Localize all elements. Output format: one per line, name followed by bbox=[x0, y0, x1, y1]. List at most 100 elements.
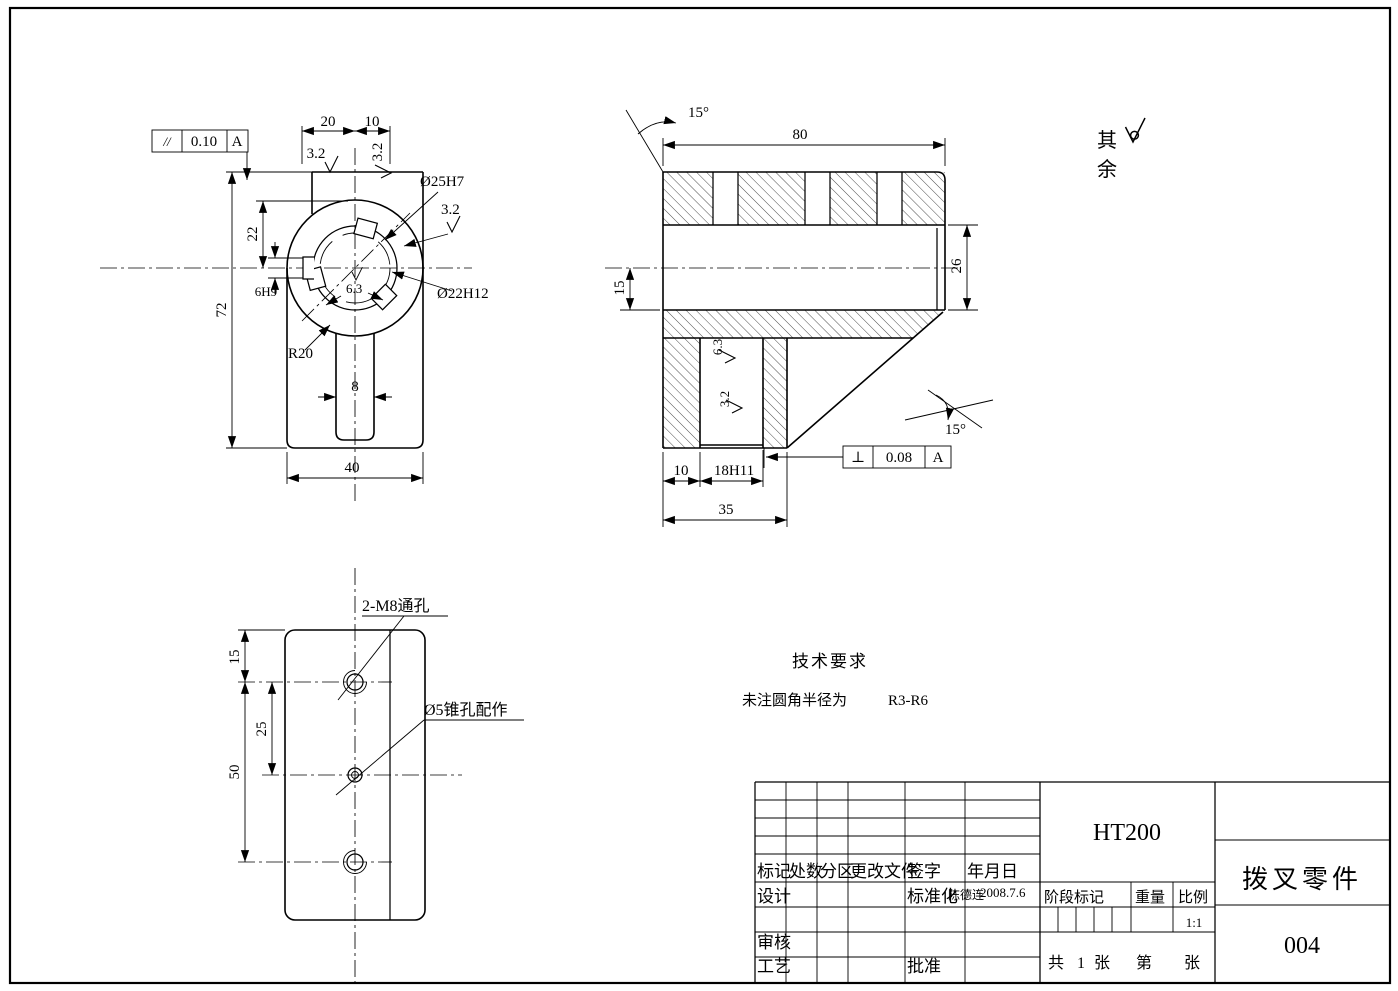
dim-18h11: 18H11 bbox=[714, 463, 754, 479]
label-taper-hole: Ø5锥孔配作 bbox=[424, 701, 508, 719]
tolerance-value: 0.08 bbox=[886, 450, 912, 466]
row-design: 设计 bbox=[757, 887, 791, 906]
front-dim-20-10: 20 10 bbox=[301, 114, 391, 164]
sheets-total-label: 共 bbox=[1048, 954, 1064, 972]
label-r20: R20 bbox=[288, 346, 313, 362]
label-d22h12: Ø22H12 bbox=[437, 286, 489, 302]
section-dim-26: 26 bbox=[948, 224, 978, 311]
sf-side: 3.2 bbox=[370, 143, 386, 162]
dim-8: 8 bbox=[351, 379, 359, 395]
section-angle-bottom: 15° bbox=[904, 389, 994, 438]
surface-note: 其 余 bbox=[1097, 117, 1146, 181]
col-zone: 分区 bbox=[820, 862, 854, 881]
surface-finish-icon bbox=[324, 155, 339, 173]
section-hatch bbox=[663, 172, 945, 448]
parallelism-icon: // bbox=[162, 134, 172, 149]
row-approve: 批准 bbox=[907, 957, 941, 976]
col-mark: 标记 bbox=[757, 862, 791, 881]
datum-letter: A bbox=[232, 134, 243, 150]
surface-finish-icon bbox=[351, 266, 363, 281]
dim-80: 80 bbox=[793, 127, 808, 143]
dim-10: 10 bbox=[674, 463, 689, 479]
dim-72: 72 bbox=[214, 303, 230, 318]
row-check: 审核 bbox=[757, 933, 791, 952]
weight-label: 重量 bbox=[1135, 889, 1165, 906]
bottom-view-outline bbox=[284, 629, 426, 921]
part-identity: 拨叉零件 004 bbox=[1242, 865, 1362, 959]
front-bore-labels: Ø25H7 Ø22H12 R20 bbox=[288, 174, 489, 362]
bottom-view-labels: 2-M8通孔 Ø5锥孔配作 bbox=[335, 597, 524, 796]
col-date: 年月日 bbox=[967, 862, 1018, 881]
parallelism-tolerance-frame: // 0.10 A bbox=[151, 129, 252, 180]
front-dim-72: 72 bbox=[214, 171, 318, 449]
sf-top: 3.2 bbox=[307, 146, 326, 162]
tech-requirements: 技术要求 未注圆角半径为 R3-R6 bbox=[742, 652, 929, 709]
dim-10: 10 bbox=[365, 114, 380, 130]
row-standardization: 标准化 bbox=[907, 887, 958, 906]
section-view: 15° 80 26 15 6.3 3.2 bbox=[605, 105, 994, 527]
sf-slot-2: 3.2 bbox=[717, 391, 732, 407]
title-block-grid bbox=[754, 781, 1390, 983]
tech-req-title: 技术要求 bbox=[792, 652, 868, 671]
bottom-view-centerlines bbox=[238, 568, 462, 988]
scale-value: 1:1 bbox=[1186, 915, 1203, 930]
dim-26: 26 bbox=[949, 258, 965, 274]
sheet-border bbox=[8, 6, 1392, 985]
label-m8-holes: 2-M8通孔 bbox=[362, 597, 430, 615]
material-stage-scale: HT200 阶段标记 重量 比例 1:1 共 1 张 第 张 bbox=[1044, 820, 1208, 972]
sf-slot-1: 6.3 bbox=[710, 339, 725, 355]
front-view-outline bbox=[286, 171, 424, 449]
bottom-view: 2-M8通孔 Ø5锥孔配作 15 25 50 bbox=[227, 568, 524, 988]
sf-bore: 3.2 bbox=[441, 202, 460, 218]
design-date: 2008.7.6 bbox=[980, 885, 1026, 900]
scale-label: 比例 bbox=[1178, 889, 1208, 906]
dim-15: 15 bbox=[612, 281, 628, 296]
part-number: 004 bbox=[1284, 933, 1320, 959]
surface-finish-icon bbox=[446, 215, 461, 233]
col-sign: 签字 bbox=[907, 862, 941, 881]
angle-top: 15° bbox=[688, 105, 709, 121]
sf-inner: 6.3 bbox=[346, 281, 362, 296]
surface-note-char2: 余 bbox=[1097, 158, 1117, 181]
stage-label: 阶段标记 bbox=[1044, 889, 1104, 906]
signature-rows: 设计 标准化 陈德连 2008.7.6 审核 工艺 批准 bbox=[757, 885, 1026, 976]
front-dim-8: 8 bbox=[318, 379, 392, 402]
perpendicularity-tolerance-frame: ⊥ 0.08 A bbox=[763, 445, 952, 469]
surface-finish-default-icon bbox=[1124, 117, 1146, 144]
front-view-bore bbox=[302, 217, 398, 311]
dim-50: 50 bbox=[227, 765, 243, 780]
keyway bbox=[302, 256, 314, 280]
dim-20: 20 bbox=[321, 114, 336, 130]
angle-bottom: 15° bbox=[945, 422, 966, 438]
dim-25: 25 bbox=[254, 722, 270, 737]
dim-6h9: 6H9 bbox=[255, 284, 277, 299]
surface-note-char1: 其 bbox=[1097, 129, 1117, 152]
section-dim-15: 15 bbox=[612, 268, 660, 311]
col-count: 处数 bbox=[789, 862, 823, 881]
front-dim-22: 22 bbox=[245, 200, 348, 268]
bottom-view-dims: 15 25 50 bbox=[227, 629, 285, 862]
dim-15: 15 bbox=[227, 650, 243, 665]
col-file: 更改文件 bbox=[850, 862, 918, 881]
front-surface-marks: 3.2 3.2 3.2 6.3 bbox=[307, 143, 461, 306]
designer-name: 陈德连 bbox=[948, 887, 984, 902]
section-angle-top: 15° bbox=[625, 105, 709, 173]
tech-req-value: R3-R6 bbox=[888, 693, 929, 709]
front-view: // 0.10 A 20 10 22 72 bbox=[100, 114, 489, 502]
dim-40: 40 bbox=[345, 460, 360, 476]
label-d25h7: Ø25H7 bbox=[420, 174, 465, 190]
sheets-total-value: 1 bbox=[1077, 955, 1085, 972]
part-name: 拨叉零件 bbox=[1242, 865, 1362, 894]
perpendicularity-icon: ⊥ bbox=[851, 450, 865, 466]
sheets-unit: 张 bbox=[1094, 954, 1110, 972]
revision-header-row: 标记 处数 分区 更改文件 签字 年月日 bbox=[757, 862, 1018, 881]
tolerance-value: 0.10 bbox=[191, 134, 217, 150]
section-surface-marks: 6.3 3.2 bbox=[710, 339, 743, 414]
front-dim-6h9: 6H9 bbox=[255, 242, 303, 299]
title-block: 标记 处数 分区 更改文件 签字 年月日 设计 标准化 陈德连 2008.7.6… bbox=[754, 781, 1390, 983]
sheet-number-unit: 张 bbox=[1184, 954, 1200, 972]
section-bottom-dims: 10 18H11 35 bbox=[662, 450, 788, 527]
material: HT200 bbox=[1093, 820, 1161, 846]
